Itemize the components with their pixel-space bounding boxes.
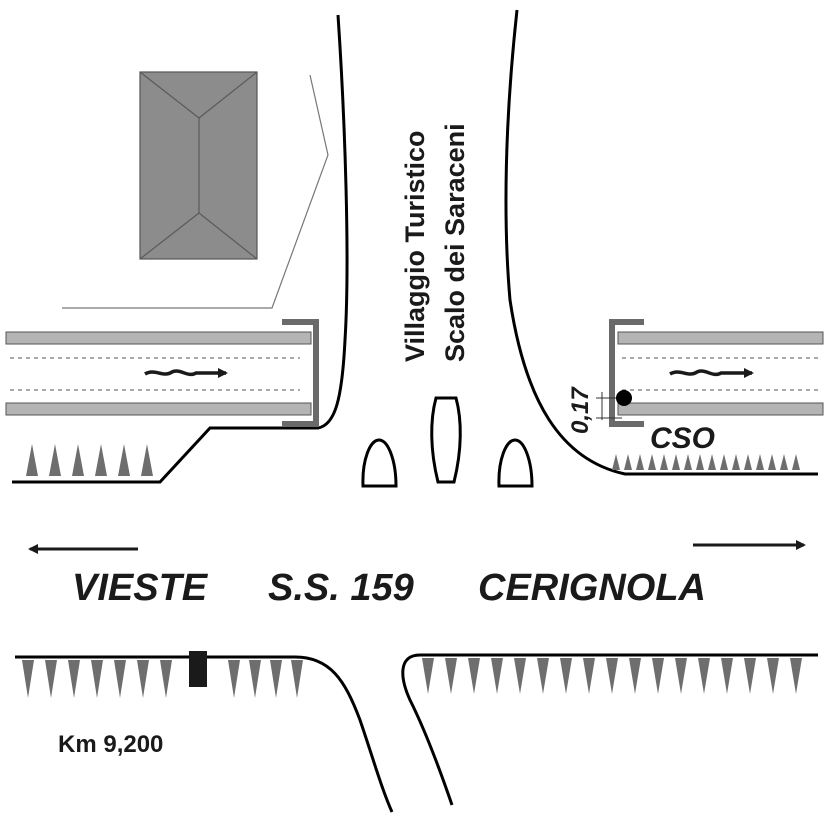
direction-label-vieste: VIESTE bbox=[72, 567, 209, 609]
vegetation-spike bbox=[684, 454, 692, 470]
vegetation-spike bbox=[137, 660, 149, 698]
vegetation-spike bbox=[624, 454, 632, 470]
vegetation-row-left bbox=[26, 444, 153, 476]
vegetation-spike bbox=[491, 658, 503, 694]
vegetation-spike bbox=[68, 660, 80, 698]
vegetation-spike bbox=[583, 658, 595, 694]
vegetation-spike bbox=[228, 660, 240, 698]
milestone-icon bbox=[189, 651, 207, 687]
vegetation-spike bbox=[249, 660, 261, 698]
vegetation-row-bottom-right bbox=[422, 658, 802, 694]
vegetation-spike bbox=[22, 660, 34, 698]
vegetation-row-bottom-left bbox=[22, 660, 303, 698]
vegetation-spike bbox=[612, 454, 620, 470]
vegetation-spike bbox=[114, 660, 126, 698]
vegetation-spike bbox=[648, 454, 656, 470]
vegetation-spike bbox=[660, 454, 668, 470]
vegetation-spike bbox=[560, 658, 572, 694]
vegetation-spike bbox=[636, 454, 644, 470]
vegetation-spike bbox=[291, 660, 303, 698]
vegetation-spike bbox=[698, 658, 710, 694]
side-road-edge-left bbox=[12, 14, 349, 484]
road-name-label: S.S. 159 bbox=[268, 567, 414, 609]
vegetation-spike bbox=[49, 444, 61, 476]
direction-label-cerignola: CERIGNOLA bbox=[478, 567, 706, 609]
vegetation-spike bbox=[792, 454, 800, 470]
vegetation-spike bbox=[514, 658, 526, 694]
vegetation-spike bbox=[95, 444, 107, 476]
vegetation-spike bbox=[675, 658, 687, 694]
property-boundary bbox=[62, 74, 329, 309]
vegetation-spike bbox=[721, 658, 733, 694]
vegetation-spike bbox=[45, 660, 57, 698]
vegetation-spike bbox=[270, 660, 282, 698]
vegetation-spike bbox=[780, 454, 788, 470]
vegetation-row-right bbox=[612, 454, 800, 470]
vegetation-spike bbox=[790, 658, 802, 694]
station-marker bbox=[596, 390, 632, 420]
offset-label: 0,17 bbox=[567, 386, 594, 434]
vegetation-spike bbox=[732, 454, 740, 470]
wavy-arrow-icon bbox=[669, 368, 754, 378]
station-label: CSO bbox=[650, 422, 715, 455]
left-carriageway bbox=[5, 319, 319, 427]
wavy-arrow-icon bbox=[144, 368, 228, 378]
vegetation-spike bbox=[696, 454, 704, 470]
vegetation-spike bbox=[72, 444, 84, 476]
filled-dot-icon bbox=[616, 390, 632, 406]
building bbox=[139, 71, 258, 260]
vegetation-spike bbox=[672, 454, 680, 470]
traffic-islands bbox=[361, 396, 534, 488]
vegetation-spike bbox=[756, 454, 764, 470]
vegetation-spike bbox=[606, 658, 618, 694]
vegetation-spike bbox=[744, 454, 752, 470]
side-road-edge-right bbox=[504, 9, 818, 476]
vegetation-spike bbox=[445, 658, 457, 694]
vegetation-spike bbox=[422, 658, 434, 694]
vegetation-spike bbox=[160, 660, 172, 698]
vegetation-spike bbox=[744, 658, 756, 694]
vegetation-spike bbox=[652, 658, 664, 694]
side-street-label-line2: Scalo dei Saraceni bbox=[440, 123, 470, 362]
vegetation-spike bbox=[767, 658, 779, 694]
vegetation-spike bbox=[118, 444, 130, 476]
south-road-edge-left bbox=[15, 655, 394, 813]
south-road-edge-right bbox=[401, 653, 818, 806]
vegetation-spike bbox=[708, 454, 716, 470]
vegetation-spike bbox=[768, 454, 776, 470]
km-label: Km 9,200 bbox=[58, 731, 163, 758]
vegetation-spike bbox=[26, 444, 38, 476]
vegetation-spike bbox=[720, 454, 728, 470]
vegetation-spike bbox=[537, 658, 549, 694]
vegetation-spike bbox=[91, 660, 103, 698]
vegetation-spike bbox=[468, 658, 480, 694]
side-street-label-line1: Villaggio Turistico bbox=[400, 130, 430, 362]
vegetation-spike bbox=[629, 658, 641, 694]
vegetation-spike bbox=[141, 444, 153, 476]
right-carriageway bbox=[609, 319, 824, 427]
